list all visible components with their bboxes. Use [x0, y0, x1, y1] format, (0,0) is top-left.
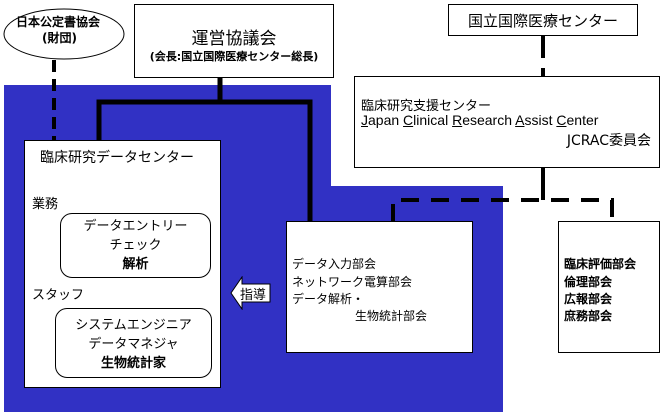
- word-assist: ssist: [524, 112, 557, 128]
- duty-item: データエントリー: [83, 219, 188, 234]
- word-japan: apan: [368, 112, 404, 128]
- notary-association-name: 日本公定書協会: [16, 15, 101, 29]
- data-center-box: 臨床研究データセンター 業務 データエントリー チェック 解析 スタッフ システ…: [24, 140, 221, 388]
- initial-j: J: [361, 112, 368, 128]
- committee-item: 臨床評価部会: [564, 257, 637, 271]
- notary-association-type: (財団): [42, 31, 77, 45]
- support-center-title: 臨床研究支援センター: [361, 99, 492, 114]
- staff-item: システムエンジニア: [75, 318, 192, 333]
- support-center-english-name: Japan Clinical Research Assist Center: [361, 112, 598, 128]
- staff-item: データマネジャ: [88, 337, 179, 352]
- duties-label: 業務: [32, 197, 59, 212]
- committee-item: 庶務部会: [564, 309, 613, 323]
- subcommittee-item: 生物統計部会: [355, 309, 428, 323]
- committee-item: 広報部会: [564, 292, 613, 306]
- initial-a: A: [515, 112, 525, 128]
- initial-r: R: [452, 112, 463, 128]
- word-center: enter: [566, 112, 599, 128]
- national-center-title: 国立国際医療センター: [467, 12, 618, 30]
- initial-c: C: [403, 112, 414, 128]
- notary-association-ellipse: [3, 8, 125, 60]
- guidance-arrow-icon: [230, 276, 271, 310]
- national-center-box: 国立国際医療センター: [448, 4, 638, 36]
- support-center-box: 臨床研究支援センター Japan Clinical Research Assis…: [354, 76, 660, 168]
- subcommittee-item: ネットワーク電算部会: [292, 275, 413, 289]
- committee-item: 倫理部会: [564, 275, 613, 289]
- duties-box: データエントリー チェック 解析: [60, 213, 211, 278]
- staff-item: 生物統計家: [100, 356, 166, 371]
- support-center-committee: JCRAC委員会: [566, 133, 651, 149]
- council-branch: [96, 99, 313, 222]
- steering-council-subtitle: (会長:国立国際医療センター総長): [149, 50, 319, 63]
- word-research: esearch: [462, 112, 516, 128]
- other-committees-box: 臨床評価部会 倫理部会 広報部会 庶務部会: [558, 221, 660, 353]
- staff-label: スタッフ: [32, 288, 85, 303]
- duty-item: チェック: [109, 238, 162, 253]
- duty-item: 解析: [122, 257, 149, 272]
- initial-c2: C: [556, 112, 567, 128]
- steering-council-box: 運営協議会 (会長:国立国際医療センター総長): [134, 4, 334, 78]
- support-dashed-branch: [391, 198, 614, 222]
- guidance-arrow-label: 指導: [240, 288, 267, 303]
- subcommittee-item: データ解析・: [292, 292, 365, 306]
- data-center-title: 臨床研究データセンター: [40, 150, 194, 166]
- subcommittee-item: データ入力部会: [292, 257, 377, 271]
- subcommittees-box: データ入力部会 ネットワーク電算部会 データ解析・ 生物統計部会: [286, 221, 473, 353]
- steering-council-title: 運営協議会: [191, 29, 277, 49]
- staff-box: システムエンジニア データマネジャ 生物統計家: [55, 308, 212, 378]
- word-clinical: linical: [413, 112, 453, 128]
